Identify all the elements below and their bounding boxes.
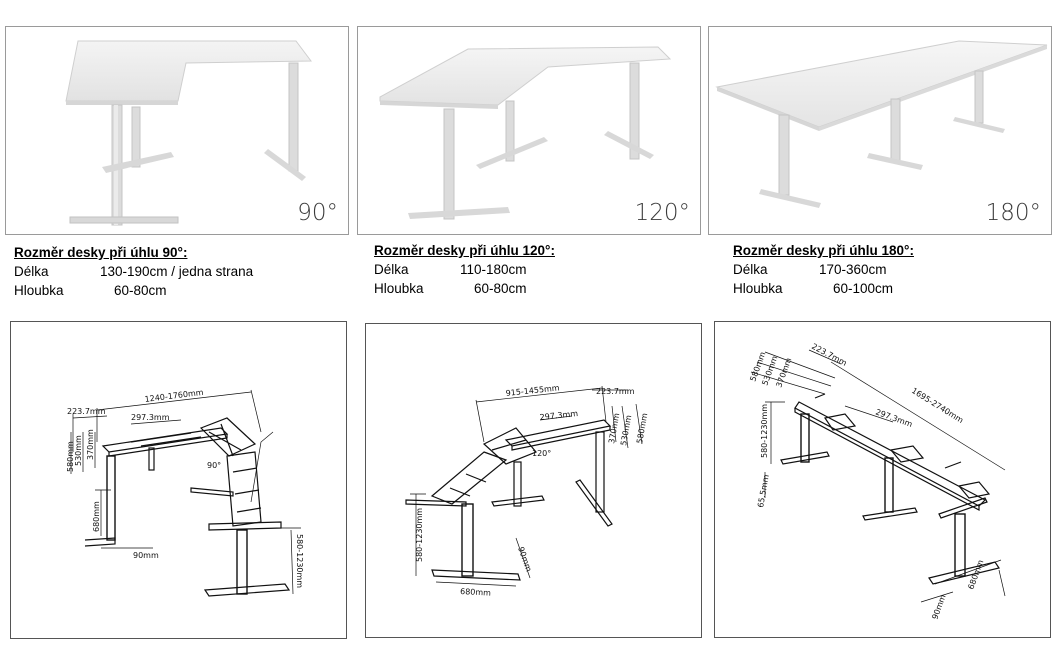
spec-key: Délka xyxy=(374,262,409,277)
dim-label: 680mm xyxy=(966,558,985,590)
dim-label: 530mm xyxy=(74,435,83,466)
spec-value: 60-80cm xyxy=(474,281,527,296)
spec-value: 60-80cm xyxy=(114,283,167,298)
dim-label: 915-1455mm xyxy=(505,383,560,398)
dim-label: 223.7mm xyxy=(810,342,848,368)
spec-key: Délka xyxy=(14,264,49,279)
desk-180-illustration xyxy=(715,40,1048,208)
dim-label: 223.7mm xyxy=(596,387,635,396)
drawing-frame-90: 1240-1760mm 223.7mm 297.3mm 370mm 530mm … xyxy=(10,321,347,639)
dim-label: 580-1230mm xyxy=(760,404,769,458)
spec-row-length: Délka 170-360cm xyxy=(733,260,914,279)
dim-label: 1695-2740mm xyxy=(910,386,965,425)
drawing-frame-120: 915-1455mm 223.7mm 297.3mm 370mm 530mm 5… xyxy=(365,323,702,638)
photo-desk-120: 120° xyxy=(357,26,701,235)
spec-value: 130-190cm / jedna strana xyxy=(100,264,254,279)
spec-value: 60-100cm xyxy=(833,281,894,296)
spec-row-depth: Hloubka 60-80cm xyxy=(374,279,555,298)
spec-value: 170-360cm xyxy=(819,262,887,277)
dim-label: 680mm xyxy=(92,501,101,532)
frame-drawing-90 xyxy=(70,389,301,597)
dim-label: 65.5mm xyxy=(756,474,771,509)
dim-label: 120° xyxy=(532,449,551,458)
dim-label: 297.3mm xyxy=(874,407,913,429)
dim-label: 580mm xyxy=(635,412,649,444)
spec-key: Hloubka xyxy=(733,281,783,296)
desk-120-illustration xyxy=(379,46,672,220)
dim-label: 90° xyxy=(207,461,221,470)
spec-key: Délka xyxy=(733,262,768,277)
dim-label: 530mm xyxy=(619,414,633,446)
spec-key: Hloubka xyxy=(14,283,64,298)
photo-desk-180: 180° xyxy=(708,26,1052,235)
dim-label: 370mm xyxy=(86,429,95,460)
angle-label: 90° xyxy=(297,200,338,226)
spec-title: Rozměr desky při úhlu 180°: xyxy=(733,243,914,258)
dim-label: 90mm xyxy=(930,593,947,620)
spec-value: 110-180cm xyxy=(460,262,527,277)
dim-label: 1240-1760mm xyxy=(144,388,204,404)
spec-row-depth: Hloubka 60-80cm xyxy=(14,281,253,300)
desk-90-illustration xyxy=(65,40,312,226)
drawing-180-labels: 580mm 530mm 370mm 223.7mm 1695-2740mm 29… xyxy=(748,342,985,621)
photo-desk-90: 90° xyxy=(5,26,349,235)
angle-label: 120° xyxy=(634,200,690,226)
spec-key: Hloubka xyxy=(374,281,424,296)
dim-label: 297.3mm xyxy=(539,409,578,422)
spec-row-depth: Hloubka 60-100cm xyxy=(733,279,914,298)
spec-title: Rozměr desky při úhlu 90°: xyxy=(14,245,188,260)
dim-label: 680mm xyxy=(460,587,491,598)
angle-label: 180° xyxy=(985,200,1041,226)
dim-label: 580-1230mm xyxy=(415,508,424,562)
spec-row-length: Délka 110-180cm xyxy=(374,260,555,279)
dim-label: 90mm xyxy=(133,551,159,560)
frame-drawing-180 xyxy=(750,349,1006,603)
dim-label: 297.3mm xyxy=(131,413,170,422)
frame-drawing-120 xyxy=(405,385,643,587)
spec-120: Rozměr desky při úhlu 120°: Délka 110-18… xyxy=(374,241,555,298)
spec-180: Rozměr desky při úhlu 180°: Délka 170-36… xyxy=(733,241,914,298)
dim-label: 223.7mm xyxy=(67,407,106,416)
drawing-90-labels: 1240-1760mm 223.7mm 297.3mm 370mm 530mm … xyxy=(66,388,304,588)
spec-title: Rozměr desky při úhlu 120°: xyxy=(374,243,555,258)
spec-row-length: Délka 130-190cm / jedna strana xyxy=(14,262,253,281)
dim-label: 580-1230mm xyxy=(295,534,304,588)
dim-label: 580mm xyxy=(66,441,75,472)
spec-90: Rozměr desky při úhlu 90°: Délka 130-190… xyxy=(14,243,253,300)
drawing-120-labels: 915-1455mm 223.7mm 297.3mm 370mm 530mm 5… xyxy=(415,383,649,598)
drawing-frame-180: 580mm 530mm 370mm 223.7mm 1695-2740mm 29… xyxy=(714,321,1051,638)
dim-label: 90mm xyxy=(516,546,533,573)
